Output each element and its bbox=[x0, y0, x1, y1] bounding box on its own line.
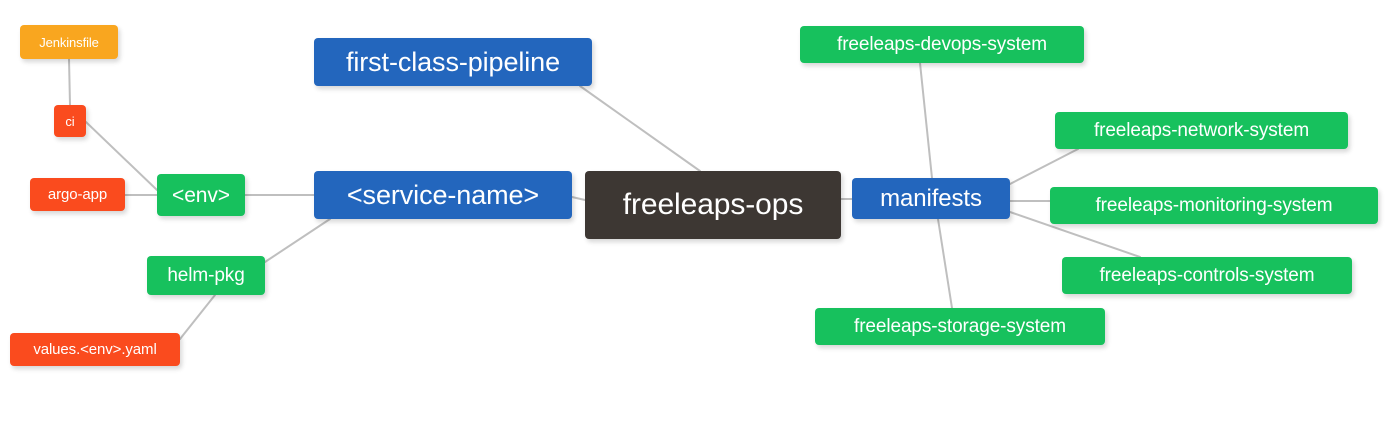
node-label-service-name: <service-name> bbox=[346, 179, 540, 210]
node-label-freeleaps-monitoring-system: freeleaps-monitoring-system bbox=[1095, 195, 1333, 216]
node-freeleaps-network-system[interactable]: freeleaps-network-system bbox=[1055, 112, 1348, 149]
node-freeleaps-storage-system[interactable]: freeleaps-storage-system bbox=[815, 308, 1105, 345]
node-freeleaps-ops[interactable]: freeleaps-ops bbox=[585, 171, 841, 239]
node-service-name[interactable]: <service-name> bbox=[314, 171, 572, 219]
edge-servicename-ops bbox=[571, 196, 586, 201]
edge-manifests-network bbox=[1009, 148, 1079, 185]
node-label-freeleaps-controls-system: freeleaps-controls-system bbox=[1099, 265, 1315, 286]
node-freeleaps-monitoring-system[interactable]: freeleaps-monitoring-system bbox=[1050, 187, 1378, 224]
node-first-class-pipeline[interactable]: first-class-pipeline bbox=[314, 38, 592, 86]
edge-firstclass-ops bbox=[579, 85, 701, 172]
node-label-freeleaps-network-system: freeleaps-network-system bbox=[1093, 120, 1310, 141]
node-label-jenkinsfile: Jenkinsfile bbox=[39, 34, 99, 50]
node-label-freeleaps-devops-system: freeleaps-devops-system bbox=[837, 34, 1047, 55]
node-label-argo-app: argo-app bbox=[47, 186, 108, 203]
node-manifests[interactable]: manifests bbox=[852, 178, 1010, 219]
edge-manifests-devops bbox=[919, 62, 933, 179]
node-label-helm-pkg: helm-pkg bbox=[167, 265, 245, 286]
edge-valuesyaml-helmpkg bbox=[179, 294, 216, 340]
edge-jenkinsfile-ci bbox=[68, 58, 71, 106]
node-freeleaps-devops-system[interactable]: freeleaps-devops-system bbox=[800, 26, 1084, 63]
node-label-first-class-pipeline: first-class-pipeline bbox=[345, 46, 561, 77]
node-label-freeleaps-storage-system: freeleaps-storage-system bbox=[854, 316, 1066, 337]
node-label-manifests: manifests bbox=[880, 184, 982, 212]
node-env[interactable]: <env> bbox=[157, 174, 245, 216]
node-argo-app[interactable]: argo-app bbox=[30, 178, 125, 211]
node-ci[interactable]: ci bbox=[54, 105, 86, 137]
node-values-env-yaml[interactable]: values.<env>.yaml bbox=[10, 333, 180, 366]
node-label-values-env-yaml: values.<env>.yaml bbox=[33, 341, 157, 358]
edge-manifests-storage bbox=[937, 218, 953, 309]
node-label-freeleaps-ops: freeleaps-ops bbox=[622, 188, 804, 221]
node-jenkinsfile[interactable]: Jenkinsfile bbox=[20, 25, 118, 59]
node-freeleaps-controls-system[interactable]: freeleaps-controls-system bbox=[1062, 257, 1352, 294]
node-label-env: <env> bbox=[172, 183, 230, 207]
node-label-ci: ci bbox=[65, 113, 75, 129]
edge-helmpkg-servicename bbox=[264, 218, 331, 263]
node-helm-pkg[interactable]: helm-pkg bbox=[147, 256, 265, 295]
